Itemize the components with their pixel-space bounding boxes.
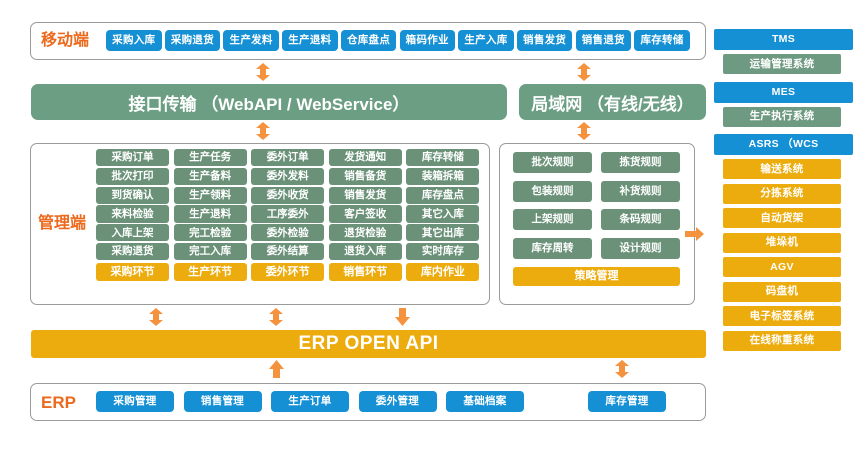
mgmt-item-c4-r6[interactable]: 退货入库 — [328, 243, 402, 261]
mgmt-footer-2[interactable]: 生产环节 — [173, 263, 247, 282]
mgmt-item-c2-r4[interactable]: 生产退料 — [173, 205, 247, 223]
mgmt-item-c3-r1[interactable]: 委外订单 — [251, 149, 325, 167]
lan-band: 局域网 （有线/无线） — [519, 84, 706, 120]
mgmt-item-c2-r3[interactable]: 生产领料 — [173, 186, 247, 204]
mgmt-item-c1-r5[interactable]: 入库上架 — [96, 224, 169, 242]
external-sub-3-1[interactable]: 输送系统 — [723, 159, 841, 179]
mgmt-item-c2-r1[interactable]: 生产任务 — [173, 149, 247, 167]
strategy-item-r3-c2[interactable]: 条码规则 — [601, 209, 680, 230]
strategy-item-r3-c1[interactable]: 上架规则 — [513, 209, 592, 230]
interface-transport-band: 接口传输 （WebAPI / WebService） — [31, 84, 507, 120]
strategy-item-r1-c1[interactable]: 批次规则 — [513, 152, 592, 173]
mobile-item-1[interactable]: 采购入库 — [106, 30, 162, 51]
double-arrow-vertical-icon — [255, 122, 271, 140]
mobile-panel-label: 移动端 — [41, 32, 90, 49]
erp-panel-label: ERP — [41, 392, 76, 412]
mgmt-item-c4-r1[interactable]: 发货通知 — [328, 149, 402, 167]
external-sub-3-4[interactable]: 堆垛机 — [723, 232, 841, 253]
erp-item-2[interactable]: 销售管理 — [183, 391, 262, 412]
mgmt-item-c3-r6[interactable]: 委外结算 — [251, 243, 325, 261]
external-sub-3-2[interactable]: 分拣系统 — [723, 183, 841, 204]
mgmt-item-c5-r2[interactable]: 装箱拆箱 — [406, 167, 480, 185]
strategy-item-r1-c2[interactable]: 拣货规则 — [601, 152, 680, 173]
mgmt-footer-4[interactable]: 销售环节 — [328, 263, 402, 282]
erp-open-api-band: ERP OPEN API — [31, 330, 706, 358]
mgmt-item-c5-r6[interactable]: 实时库存 — [406, 243, 480, 261]
mgmt-item-c3-r2[interactable]: 委外发料 — [251, 167, 325, 185]
external-sub-3-3[interactable]: 自动货架 — [723, 208, 841, 228]
external-sub-1-1[interactable]: 运输管理系统 — [723, 54, 841, 74]
strategy-item-r4-c2[interactable]: 设计规则 — [601, 237, 680, 259]
mgmt-item-c1-r6[interactable]: 采购退货 — [96, 243, 169, 261]
mgmt-item-c5-r3[interactable]: 库存盘点 — [406, 186, 480, 204]
mgmt-item-c5-r5[interactable]: 其它出库 — [406, 224, 480, 242]
double-arrow-vertical-icon — [614, 360, 630, 378]
mgmt-item-c1-r4[interactable]: 来料检验 — [96, 205, 169, 223]
external-sub-3-7[interactable]: 电子标签系统 — [723, 306, 841, 326]
mgmt-item-c2-r2[interactable]: 生产备料 — [173, 167, 247, 185]
mgmt-footer-3[interactable]: 委外环节 — [251, 263, 325, 282]
management-panel-label: 管理端 — [38, 215, 87, 232]
mobile-item-3[interactable]: 生产发料 — [223, 30, 279, 51]
mobile-item-10[interactable]: 库存转储 — [634, 30, 690, 51]
external-sub-3-6[interactable]: 码盘机 — [723, 281, 841, 302]
double-arrow-vertical-icon — [576, 122, 592, 140]
arrow-right-icon — [685, 226, 704, 242]
mgmt-item-c4-r3[interactable]: 销售发货 — [328, 186, 402, 204]
erp-item-inventory[interactable]: 库存管理 — [588, 391, 666, 412]
mgmt-item-c5-r1[interactable]: 库存转储 — [406, 149, 480, 167]
mgmt-item-c1-r3[interactable]: 到货确认 — [96, 186, 169, 204]
external-header-3[interactable]: ASRS （WCS — [714, 134, 853, 155]
strategy-item-r4-c1[interactable]: 库存周转 — [513, 237, 592, 259]
strategy-item-r2-c1[interactable]: 包装规则 — [513, 180, 592, 202]
erp-item-5[interactable]: 基础档案 — [446, 391, 524, 412]
erp-item-3[interactable]: 生产订单 — [271, 391, 349, 412]
mobile-item-2[interactable]: 采购退货 — [164, 30, 221, 51]
erp-item-4[interactable]: 委外管理 — [358, 391, 437, 412]
arrow-up-icon — [268, 360, 285, 378]
mgmt-item-c1-r1[interactable]: 采购订单 — [96, 149, 169, 167]
external-sub-3-8[interactable]: 在线称重系统 — [723, 330, 841, 351]
mgmt-footer-1[interactable]: 采购环节 — [96, 263, 169, 282]
mgmt-item-c4-r4[interactable]: 客户签收 — [328, 205, 402, 223]
external-header-2[interactable]: MES — [714, 81, 853, 103]
double-arrow-vertical-icon — [576, 63, 592, 81]
arrow-down-icon — [394, 308, 411, 326]
mgmt-item-c1-r2[interactable]: 批次打印 — [96, 167, 169, 185]
erp-item-1[interactable]: 采购管理 — [96, 391, 174, 412]
mgmt-item-c2-r5[interactable]: 完工检验 — [173, 224, 247, 242]
mgmt-item-c2-r6[interactable]: 完工入库 — [173, 243, 247, 261]
mobile-item-7[interactable]: 生产入库 — [458, 30, 514, 51]
mgmt-footer-5[interactable]: 库内作业 — [406, 263, 480, 282]
mgmt-item-c3-r3[interactable]: 委外收货 — [251, 186, 325, 204]
mgmt-item-c3-r4[interactable]: 工序委外 — [251, 205, 325, 223]
external-header-1[interactable]: TMS — [714, 29, 853, 50]
mobile-item-8[interactable]: 销售发货 — [516, 30, 573, 51]
mobile-item-9[interactable]: 销售退货 — [575, 30, 632, 51]
mobile-item-6[interactable]: 箱码作业 — [399, 30, 455, 51]
double-arrow-vertical-icon — [255, 63, 271, 81]
mgmt-item-c4-r5[interactable]: 退货检验 — [328, 224, 402, 242]
mobile-item-4[interactable]: 生产退料 — [282, 30, 338, 51]
external-sub-2-1[interactable]: 生产执行系统 — [723, 106, 841, 127]
strategy-footer[interactable]: 策略管理 — [513, 266, 680, 286]
mobile-item-5[interactable]: 仓库盘点 — [340, 30, 397, 51]
mgmt-item-c5-r4[interactable]: 其它入库 — [406, 205, 480, 223]
double-arrow-vertical-icon — [268, 308, 284, 326]
external-sub-3-5[interactable]: AGV — [723, 257, 841, 277]
mgmt-item-c4-r2[interactable]: 销售备货 — [328, 167, 402, 185]
double-arrow-vertical-icon — [148, 308, 164, 326]
strategy-item-r2-c2[interactable]: 补货规则 — [601, 180, 680, 202]
mgmt-item-c3-r5[interactable]: 委外检验 — [251, 224, 325, 242]
